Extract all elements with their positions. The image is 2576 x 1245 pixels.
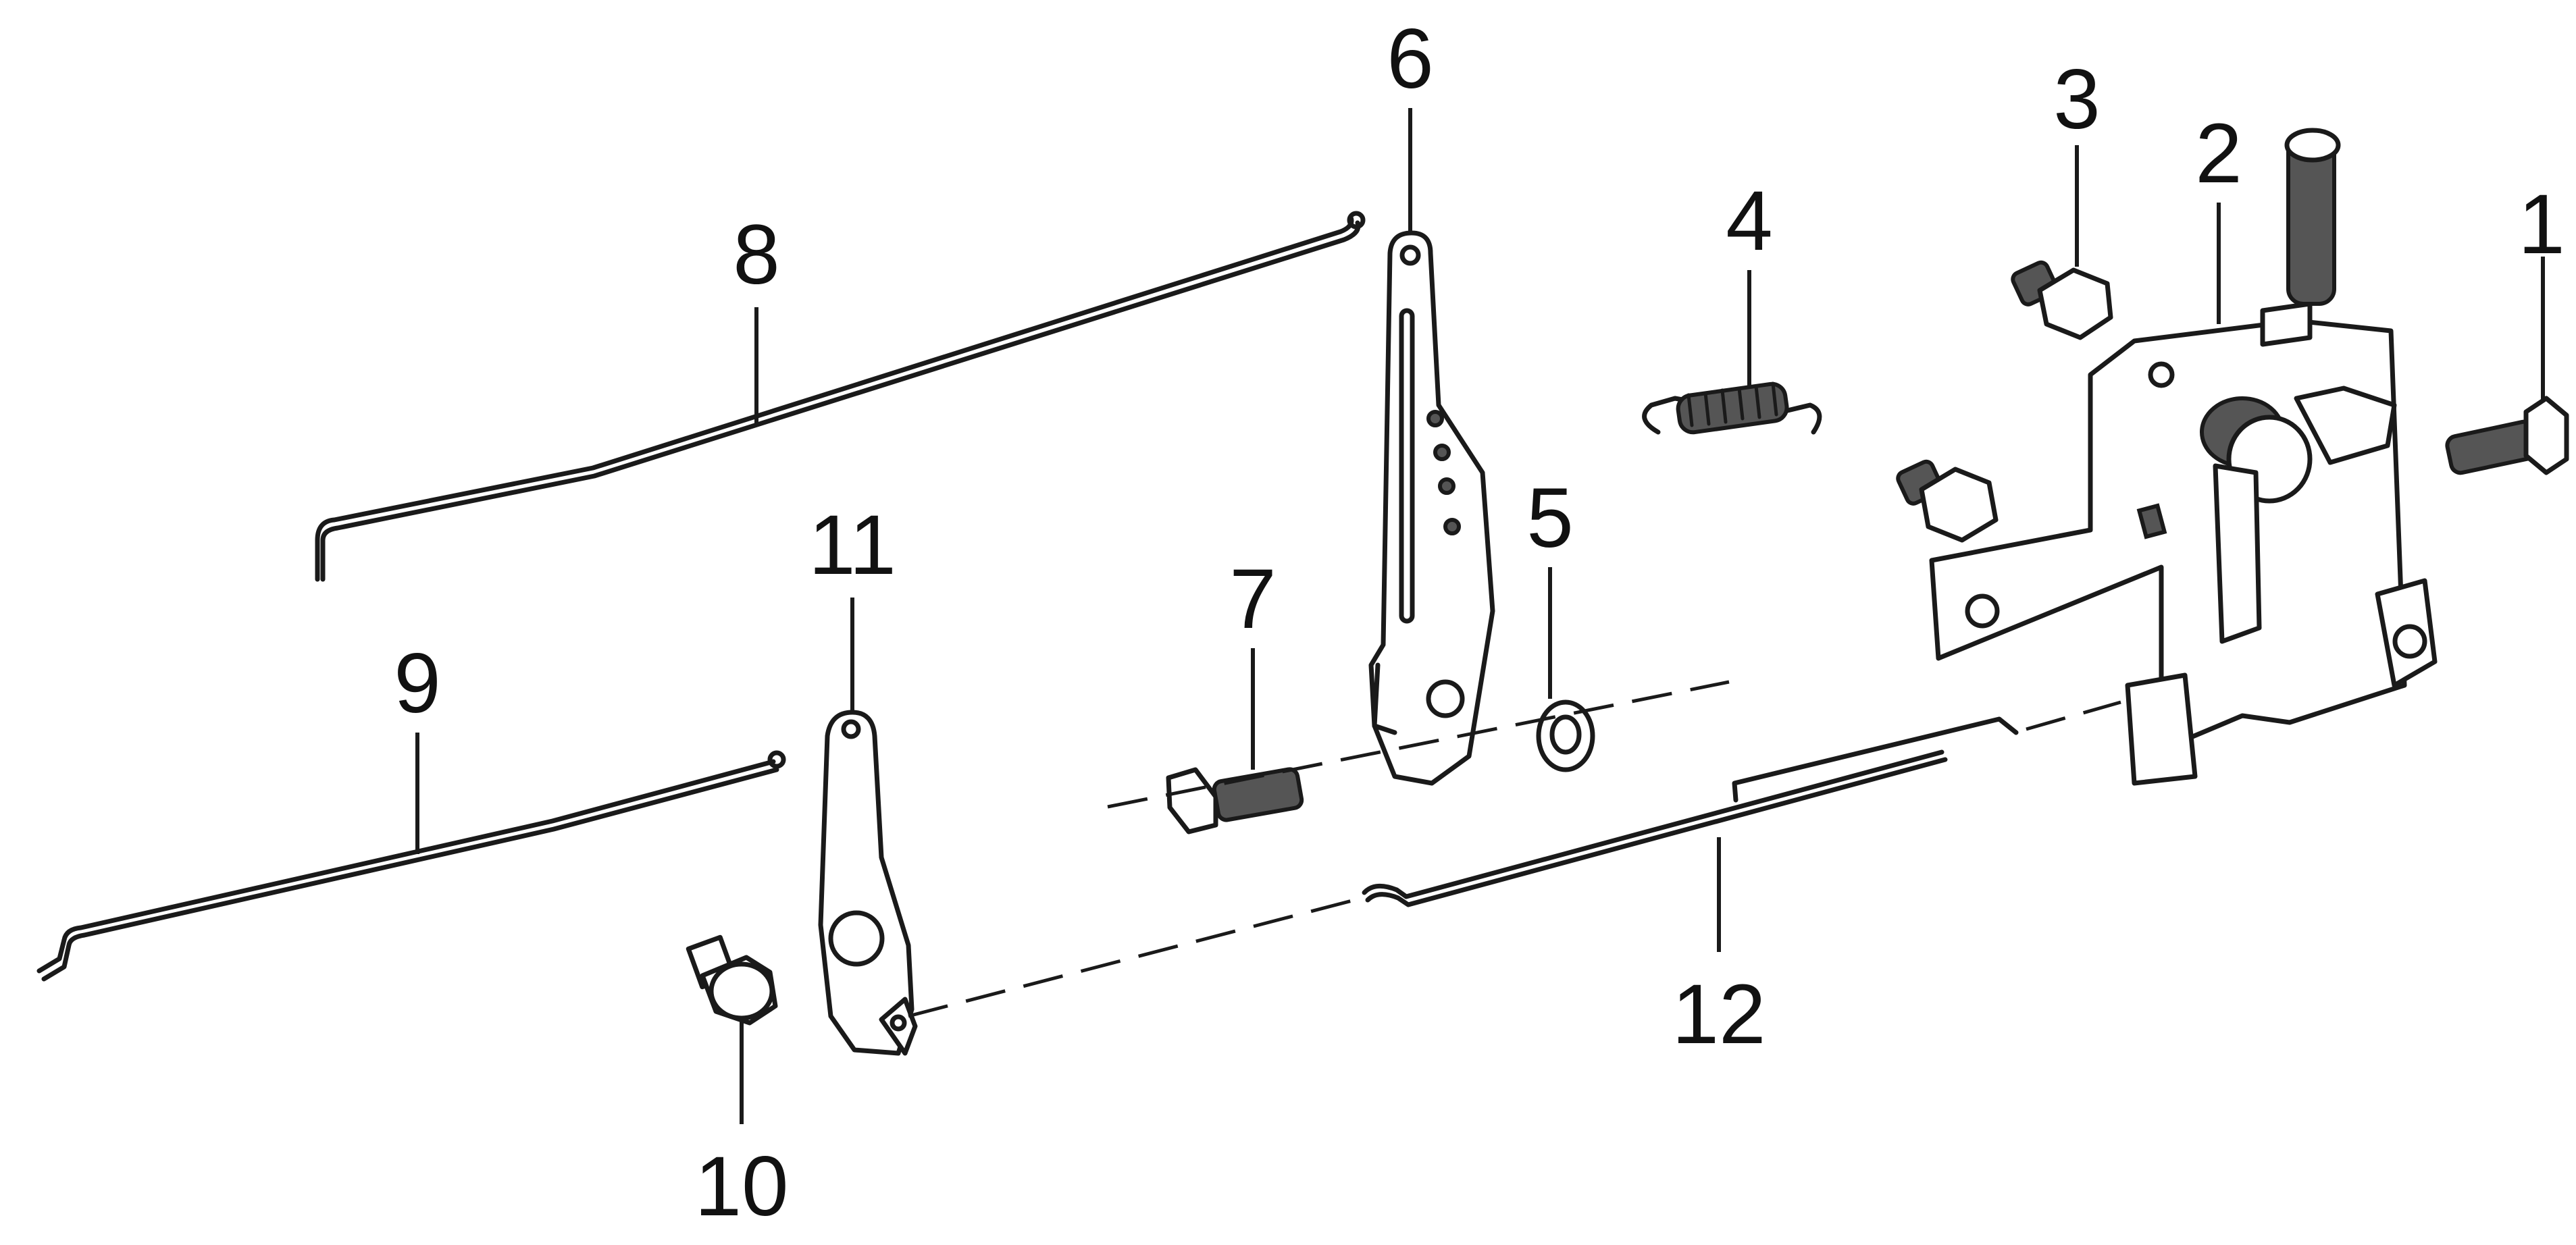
callout-2: 2: [2195, 107, 2242, 201]
assembly-axis-lines: [908, 680, 2121, 1018]
callout-9: 9: [394, 637, 441, 731]
leader-lines: [415, 108, 2545, 1124]
callout-5: 5: [1526, 471, 1574, 565]
part-3-bolt-middle: [1896, 459, 1999, 543]
part-6-upper-lever: [1368, 230, 1495, 786]
part-1-bolt: [2445, 396, 2569, 475]
callout-8: 8: [733, 208, 780, 302]
part-2-bracket-assembly: [1929, 128, 2438, 786]
part-10-bolt: [686, 934, 778, 1026]
part-4-spring: [1642, 381, 1822, 435]
callout-1: 1: [2518, 178, 2565, 271]
callout-3: 3: [2053, 53, 2101, 147]
part-7-pin: [1166, 767, 1304, 835]
callout-4: 4: [1726, 174, 1773, 268]
part-9-lower-rod: [36, 750, 786, 982]
callout-12: 12: [1672, 968, 1766, 1061]
callout-labels: 1 2 3 4 5 6 7 8 9 10 11 12: [394, 12, 2565, 1234]
callout-6: 6: [1387, 12, 1434, 106]
callout-10: 10: [694, 1140, 788, 1234]
part-11-lower-lever: [818, 710, 918, 1056]
callout-11: 11: [808, 498, 896, 592]
part-12-link-rod: [1362, 716, 2019, 907]
part-8-upper-rod: [315, 211, 1366, 582]
part-3-bolt-upper: [2011, 260, 2113, 340]
callout-7: 7: [1229, 552, 1277, 646]
